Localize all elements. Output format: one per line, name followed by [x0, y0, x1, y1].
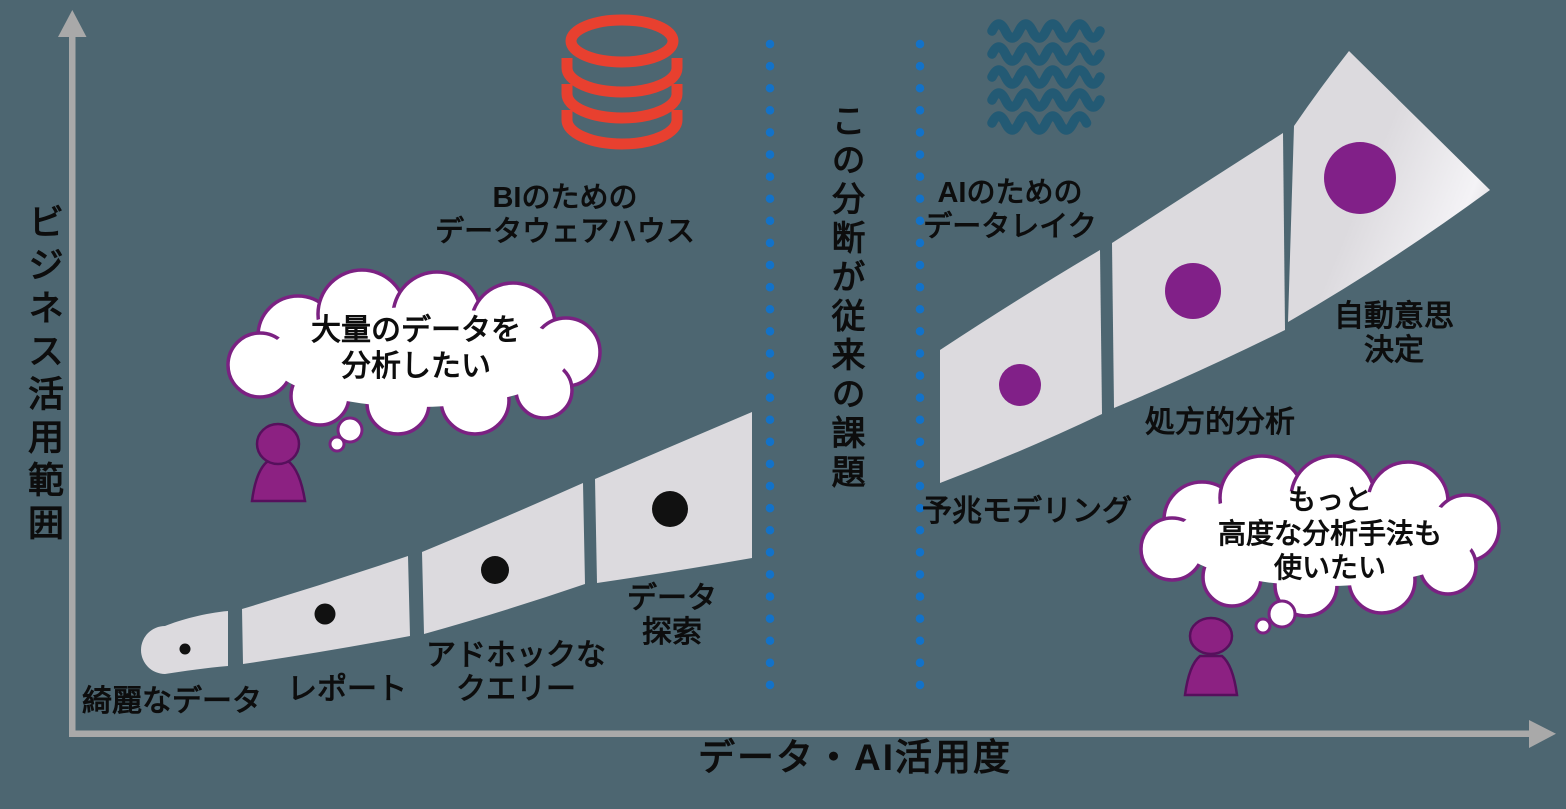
stage-label-adhoc: アドホックな クエリー [426, 639, 606, 706]
person-pawn-icon-left [250, 422, 307, 503]
bi-caption-line2: データウェアハウス [435, 216, 695, 248]
stage-label-clean-data: 綺麗なデータ [82, 685, 262, 718]
stage-label-predictive: 予兆モデリング [922, 495, 1132, 528]
ai-caption-line2: データレイク [923, 211, 1097, 243]
right-bubble-line2: 高度な分析手法も [1217, 518, 1443, 549]
bubble-tail-small [1254, 617, 1272, 635]
maturity-dot-6 [1165, 263, 1221, 319]
stage-label-prescriptive: 処方的分析 [1145, 406, 1295, 439]
x-axis [69, 720, 1556, 748]
maturity-dot-7 [1324, 142, 1396, 214]
right-bubble-line3: 使いたい [1273, 552, 1387, 583]
maturity-dot-3 [481, 556, 509, 584]
ai-caption-line1: AIのための [937, 177, 1083, 209]
x-axis-label: データ・AI活用度 [698, 737, 1012, 778]
thought-bubble-left [226, 268, 602, 453]
bubble-tail-large [336, 416, 364, 444]
ai-caption: AIのための データレイク [923, 176, 1096, 244]
left-bubble-line2: 分析したい [341, 350, 491, 383]
left-bubble-text: 大量のデータを 分析したい [311, 313, 521, 385]
maturity-dot-1 [179, 643, 191, 655]
ai-band [940, 51, 1490, 483]
stage-label-auto-decision: 自動意思 決定 [1334, 300, 1454, 367]
bi-band [141, 412, 752, 674]
right-bubble-line1: もっと [1287, 484, 1373, 515]
maturity-dot-4 [652, 491, 688, 527]
stage-label-report: レポート [287, 673, 407, 706]
band-segment-adhoc [422, 483, 585, 634]
bi-caption: BIのための データウェアハウス [435, 181, 695, 249]
waves-icon [987, 19, 1105, 135]
y-axis [58, 10, 87, 733]
bi-caption-line1: BIのための [492, 182, 638, 214]
bubble-tail-large [1267, 599, 1297, 629]
maturity-dot-5 [999, 364, 1041, 406]
bubble-tail-small [328, 435, 346, 453]
maturity-dot-2 [314, 603, 336, 625]
y-axis-arrowhead [58, 10, 87, 37]
left-bubble-line1: 大量のデータを [311, 314, 521, 347]
person-pawn-icon-right [1183, 616, 1239, 697]
right-bubble-text: もっと 高度な分析手法も 使いたい [1218, 483, 1442, 585]
database-icon [561, 14, 683, 150]
x-axis-arrowhead [1529, 720, 1556, 748]
stage-label-explore: データ 探索 [627, 582, 717, 649]
band-segment-clean-data [141, 611, 228, 674]
y-axis-label: ビジネス活用範囲 [23, 203, 64, 547]
thought-bubble-right [1139, 454, 1501, 635]
divider-note: この分断が従来の課題 [826, 103, 864, 493]
